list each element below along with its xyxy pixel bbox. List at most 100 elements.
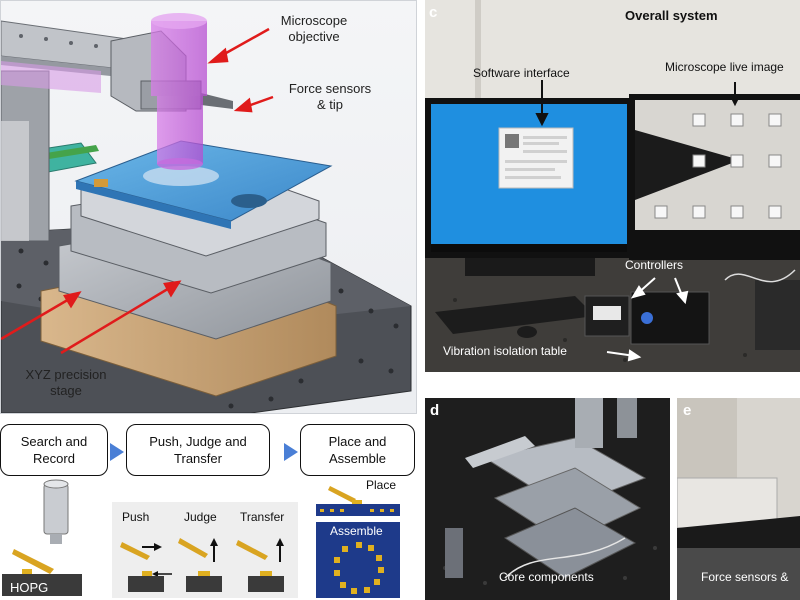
hopg-label: HOPG [10, 580, 49, 595]
xyz-stage-label: XYZ precision stage [25, 367, 107, 398]
microscope-tip-image [635, 130, 740, 200]
arrow-stage-left-head [63, 291, 82, 309]
transfer-flake [260, 571, 272, 576]
step-push-label: Push [122, 510, 150, 524]
objective-small [43, 483, 69, 535]
place-label: Place [366, 478, 397, 492]
panel-b-workflow: Search and Record Push, Judge and Transf… [0, 416, 415, 600]
objective-upper [151, 21, 207, 96]
photo-arrows [535, 80, 741, 362]
push-tip [120, 542, 150, 560]
gantry-holes [19, 34, 98, 48]
hopg-tip [12, 549, 54, 574]
right-equipment [755, 280, 800, 350]
objective-small-top [43, 479, 69, 489]
annotation-arrows [1, 27, 274, 355]
push-arrowhead [154, 543, 162, 551]
core-components-caption: Core components [499, 570, 594, 584]
flow-step-push-judge-transfer: Push, Judge and Transfer [126, 424, 270, 476]
controllers-label: Controllers [625, 258, 684, 272]
step-transfer-label: Transfer [240, 510, 285, 524]
microscope-live-label: Microscope live image [665, 60, 784, 74]
panel-d-letter: d [430, 402, 440, 419]
cable [724, 269, 796, 283]
pink-accent-plate [1, 61, 101, 93]
force-sensors-photo [677, 398, 800, 600]
arrow-live-head [729, 95, 741, 107]
system-photo [425, 0, 800, 372]
force-sensors-label: Force sensors & tip [288, 81, 372, 112]
controller-1 [584, 295, 630, 337]
arrow-stage-left [1, 296, 72, 341]
flow-step-place-assemble: Place and Assemble [300, 424, 415, 476]
dark-base [677, 516, 800, 548]
cable [504, 537, 626, 579]
panel-a-cad-model: Microscope objective Force sensors & tip… [0, 0, 417, 414]
keyboard [435, 296, 595, 334]
step-judge-label: Judge [184, 510, 217, 524]
arrow-controller-1-head [630, 285, 646, 299]
sensor-board-connector [46, 145, 99, 159]
arm [465, 436, 535, 468]
left-frame-glass [1, 121, 29, 241]
panel-c-letter: c [429, 4, 438, 21]
assemble-label: Assemble [330, 524, 383, 538]
arrow-table-head [627, 349, 642, 362]
sample-chip [94, 179, 108, 187]
assemble-substrate [316, 522, 400, 598]
arrow-stage-right [60, 285, 172, 355]
panel-e-letter: e [683, 402, 692, 419]
transfer-stage [248, 576, 284, 592]
push-back-arrowhead [152, 571, 158, 577]
judge-arrowhead [210, 538, 218, 546]
taskbar [431, 244, 627, 252]
objective-bottom [157, 158, 203, 170]
objective-top [151, 13, 207, 29]
post [445, 528, 463, 578]
place-tip [328, 486, 356, 503]
judge-tip [178, 538, 208, 558]
microscope-grid [654, 113, 782, 219]
objective-small-lens [50, 534, 62, 544]
microscope-objective-label: Microscope objective [280, 13, 348, 44]
hopg-substrate [2, 574, 82, 596]
transfer-tip [236, 540, 268, 560]
vibration-table-label: Vibration isolation table [443, 344, 567, 358]
arrow-stage-right-head [163, 280, 182, 298]
transfer-arrowhead [276, 538, 284, 546]
hopg-flake [22, 569, 32, 574]
controller-2-light [641, 312, 653, 324]
workflow-illustrations [2, 479, 400, 598]
arrow-objective [218, 27, 270, 59]
plate-cutout [231, 194, 267, 208]
objective-2 [617, 398, 637, 438]
gantry-arm-side [1, 56, 141, 79]
objective [575, 398, 603, 448]
left-monitor-stand [465, 258, 595, 276]
software-controls [505, 136, 567, 179]
sample-plate-edge [76, 181, 231, 229]
overall-system-title: Overall system [625, 8, 718, 23]
place-dots [320, 509, 394, 512]
objective-lower [157, 96, 203, 164]
force-sensors-caption: Force sensors & [701, 570, 789, 584]
table [677, 548, 800, 600]
core-components-photo [425, 398, 670, 600]
panel-d-core-components: d Core components [425, 398, 670, 600]
arrow-software-head [535, 113, 549, 127]
judge-stage [186, 576, 222, 592]
place-substrate [316, 504, 400, 516]
force-sensor-tip [201, 93, 233, 109]
stage-bottom [503, 507, 637, 579]
arrow-objective-head [207, 47, 229, 64]
place-flake [352, 500, 362, 504]
flow-step-search-record: Search and Record [0, 424, 108, 476]
arrow-force-head [233, 97, 253, 113]
assemble-ring [334, 542, 384, 594]
software-thumbnail [505, 134, 519, 148]
judge-flake [198, 571, 210, 576]
panel-e-force-sensors: e Force sensors & [677, 398, 800, 600]
arrow-controller-2-head [676, 290, 689, 305]
push-flake [142, 571, 152, 576]
